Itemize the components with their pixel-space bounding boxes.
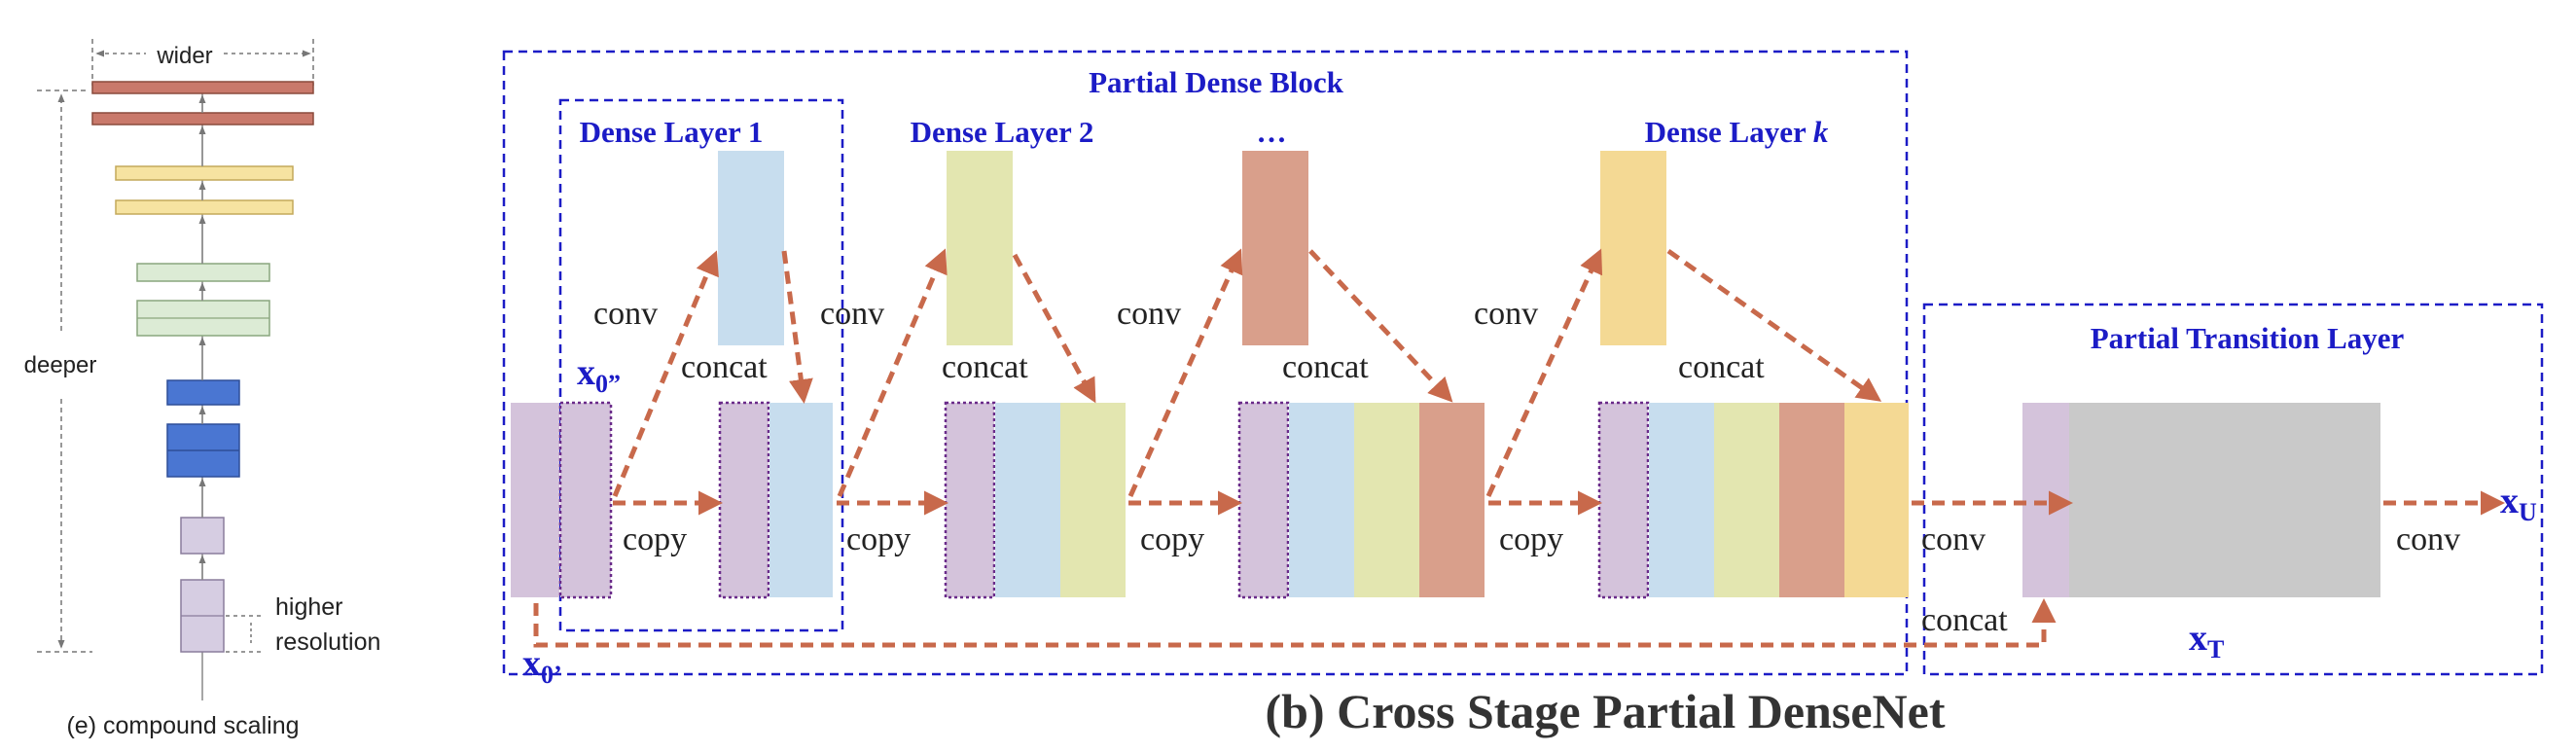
stage3-purple [1237, 401, 1290, 599]
compound-scaling-caption: (e) compound scaling [66, 712, 299, 739]
concat-label-4: concat [1678, 349, 1765, 385]
x0pp-sub: 0” [595, 370, 621, 398]
x0-double-prime-label: x0” [577, 352, 621, 398]
xT-label: xT [2189, 618, 2224, 663]
layer-red-upper [91, 81, 314, 94]
stagek-green [1714, 403, 1779, 597]
partial-dense-block-frame [502, 50, 1909, 676]
partial-transition-layer-title: Partial Transition Layer [2091, 321, 2405, 355]
x0-right-part [558, 401, 613, 599]
transition-conv-label: conv [1921, 521, 1986, 557]
conv-label-3: conv [1117, 296, 1181, 332]
dense-layer-3-output-block [1242, 151, 1308, 345]
copy-label-3: copy [1140, 521, 1204, 557]
conv-label-2: conv [820, 296, 884, 332]
stage3-salmon [1419, 403, 1485, 597]
x0pp-base: x [577, 352, 595, 393]
dense-layer-1-frame [558, 98, 844, 632]
flow-arrows [533, 248, 2505, 648]
stage2-blue [995, 403, 1060, 597]
transition-gray [2069, 403, 2380, 597]
cspdensenet-panel: Partial Dense Block Dense Layer 1 Dense … [502, 50, 2544, 738]
output-conv-label: conv [2396, 521, 2460, 557]
conv-arrow-2 [837, 248, 948, 497]
layer-yellow-upper [115, 165, 294, 181]
dense-layer-1-title: Dense Layer 1 [580, 115, 764, 149]
compound-scaling-panel: wider deeper [24, 39, 380, 739]
concat-arrow-2 [1012, 253, 1096, 404]
stagek-salmon [1779, 403, 1844, 597]
xU-base: x [2500, 481, 2519, 521]
concat-label-2: concat [942, 349, 1028, 385]
dense-layer-k-var: k [1813, 115, 1829, 149]
conv-arrow-4 [1485, 248, 1603, 498]
cspdensenet-caption: (b) Cross Stage Partial DenseNet [1266, 684, 1946, 738]
x0p-sub: 0’ [541, 661, 562, 689]
x0p-base: x [522, 643, 541, 684]
xT-sub: T [2207, 635, 2224, 663]
copy-label-4: copy [1499, 521, 1563, 557]
copy-label-2: copy [846, 521, 911, 557]
conv-arrow-3 [1127, 248, 1243, 498]
xT-base: x [2189, 618, 2207, 659]
conv-label-1: conv [593, 296, 658, 332]
transition-purple [2022, 403, 2069, 597]
dense-layer-2-output-block [947, 151, 1013, 345]
stage1-purple [718, 401, 770, 599]
concat-arrow-4 [1666, 248, 1882, 402]
layer-lavender-small [180, 517, 225, 555]
concat-label-3: concat [1282, 349, 1369, 385]
xU-label: xU [2500, 481, 2537, 526]
stage2-purple [944, 401, 996, 599]
partial-dense-block-title: Partial Dense Block [1089, 65, 1344, 99]
conv-label-4: conv [1474, 296, 1538, 332]
concat-arrow-3 [1308, 249, 1453, 403]
partial-transition-layer-frame [1922, 303, 2544, 676]
stage2-green [1060, 403, 1126, 597]
transition-concat-label: concat [1921, 602, 2008, 638]
layer-red-lower [91, 112, 314, 126]
dense-layer-k-output-block [1600, 151, 1666, 345]
stage3-green [1354, 403, 1419, 597]
ellipsis-title: … [1257, 115, 1287, 149]
conv-arrow-1 [612, 250, 719, 497]
stage1-blue [769, 403, 833, 597]
layer-blue-single [166, 379, 240, 406]
dense-layer-2-title: Dense Layer 2 [911, 115, 1094, 149]
deeper-label: deeper [24, 352, 97, 378]
x0-left-part [511, 403, 559, 597]
dense-layer-k-title: Dense Layer k [1645, 115, 1829, 149]
dense-layer-k-prefix: Dense Layer [1645, 115, 1813, 149]
higher-label: higher [275, 593, 343, 621]
stagek-purple [1597, 401, 1650, 599]
copy-label-1: copy [623, 521, 687, 557]
concat-arrow-1 [781, 250, 813, 404]
layer-yellow-lower [115, 199, 294, 215]
resolution-label: resolution [275, 628, 380, 656]
bypass-arrow [533, 598, 2057, 648]
dense-layer-1-output-block [718, 151, 784, 345]
concat-label-1: concat [681, 349, 768, 385]
stagek-yellow [1844, 403, 1909, 597]
x0-prime-label: x0’ [522, 643, 562, 689]
xU-sub: U [2519, 498, 2537, 526]
layer-green-single [136, 263, 270, 282]
stage3-blue [1289, 403, 1354, 597]
stagek-blue [1649, 403, 1714, 597]
wider-label: wider [156, 43, 212, 69]
